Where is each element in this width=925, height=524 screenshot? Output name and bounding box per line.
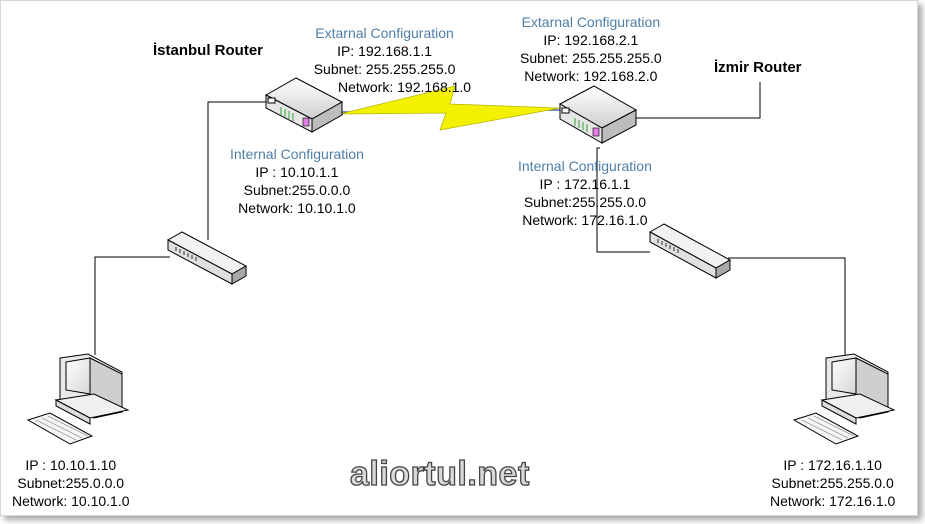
config-network: Network: 192.168.2.0 bbox=[524, 68, 658, 84]
izmir-router-icon bbox=[558, 85, 638, 144]
right-pc-config: IP : 172.16.1.10 Subnet:255.255.0.0 Netw… bbox=[770, 456, 895, 510]
config-network: Network: 10.10.1.0 bbox=[12, 493, 130, 509]
config-title: Internal Configuration bbox=[518, 158, 652, 174]
left-pc-icon bbox=[26, 353, 130, 445]
config-ip: IP: 192.168.1.1 bbox=[337, 43, 433, 59]
izmir-router-name: İzmir Router bbox=[714, 59, 802, 76]
config-ip: IP: 192.168.2.1 bbox=[543, 32, 639, 48]
cable-izmir-router-switch bbox=[596, 147, 650, 253]
config-network: Network: 172.16.1.0 bbox=[522, 212, 648, 228]
config-network: Network: 192.168.1.0 bbox=[338, 79, 472, 95]
config-network: Network: 172.16.1.0 bbox=[770, 493, 896, 509]
cable-izmir-router-panel bbox=[632, 82, 761, 119]
config-subnet: Subnet:255.255.0.0 bbox=[771, 475, 894, 491]
izmir-internal-config: Internal Configuration IP : 172.16.1.1 S… bbox=[518, 157, 652, 229]
istanbul-router-name: İstanbul Router bbox=[153, 42, 264, 59]
config-title: Internal Configuration bbox=[230, 146, 364, 162]
config-ip: IP : 10.10.1.1 bbox=[255, 164, 339, 180]
cables bbox=[94, 82, 846, 355]
config-subnet: Subnet:255.0.0.0 bbox=[17, 475, 125, 491]
izmir-external-config: Extarnal Configuration IP: 192.168.2.1 S… bbox=[520, 13, 662, 85]
config-subnet: Subnet:255.0.0.0 bbox=[243, 182, 351, 198]
cable-istanbul-router-switch bbox=[207, 101, 268, 240]
left-switch-icon bbox=[166, 231, 248, 285]
config-subnet: Subnet:255.255.0.0 bbox=[523, 194, 647, 210]
config-subnet: Subnet: 255.255.255.0 bbox=[313, 61, 456, 77]
istanbul-router-icon bbox=[264, 77, 344, 133]
right-pc-icon bbox=[792, 353, 896, 445]
cable-right-switch-pc bbox=[728, 257, 846, 355]
config-subnet: Subnet: 255.255.255.0 bbox=[520, 50, 662, 66]
config-title: Extarnal Configuration bbox=[315, 25, 454, 41]
config-title: Extarnal Configuration bbox=[521, 14, 661, 30]
istanbul-internal-config: Internal Configuration IP : 10.10.1.1 Su… bbox=[230, 145, 364, 217]
left-pc-config: IP : 10.10.1.10 Subnet:255.0.0.0 Network… bbox=[12, 456, 130, 510]
config-ip: IP : 172.16.1.10 bbox=[783, 457, 882, 473]
istanbul-external-config: Extarnal Configuration IP: 192.168.1.1 S… bbox=[298, 24, 471, 96]
cable-left-switch-pc bbox=[94, 256, 170, 355]
config-network: Network: 10.10.1.0 bbox=[238, 200, 356, 216]
config-ip: IP : 172.16.1.1 bbox=[539, 176, 631, 192]
watermark: aliortul.net bbox=[349, 454, 530, 493]
config-ip: IP : 10.10.1.10 bbox=[25, 457, 117, 473]
right-switch-icon bbox=[648, 223, 732, 279]
